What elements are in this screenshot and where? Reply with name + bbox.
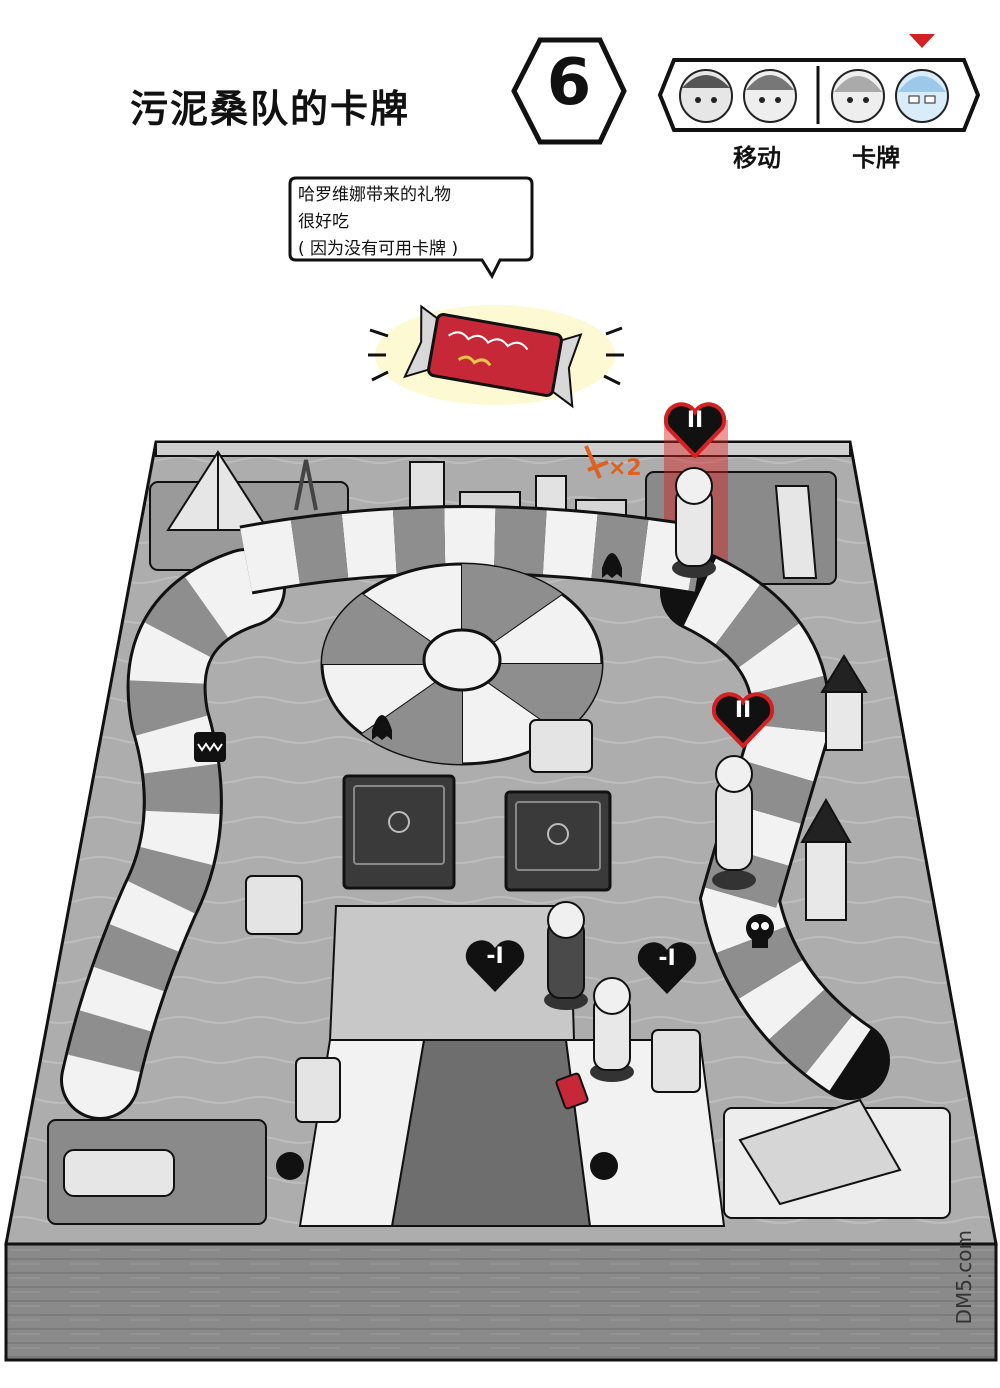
hp-heart-badge-4: -I — [636, 940, 698, 996]
hp-value: -I — [658, 946, 676, 971]
damage-multiplier-label: ×2 — [608, 456, 642, 481]
round-badge: 6 — [510, 36, 628, 146]
heart-icon — [711, 692, 775, 749]
player-token-1 — [672, 467, 716, 578]
right-path — [660, 552, 890, 1100]
avatar-2 — [743, 69, 797, 123]
center-spiral — [320, 562, 604, 766]
speech-bubble — [288, 176, 534, 280]
avatar-3 — [831, 69, 885, 123]
heart-icon — [663, 402, 727, 459]
player-token-4 — [590, 977, 634, 1082]
sword-damage-icon — [584, 445, 609, 479]
top-path — [239, 505, 706, 595]
hp-heart-badge-1: II — [663, 402, 727, 459]
card-deck-right — [504, 790, 612, 892]
speech-bubble-text: 哈罗维娜带来的礼物 很好吃 ( 因为没有可用卡牌 ) — [298, 182, 528, 263]
bomb-icon — [276, 1152, 618, 1180]
heart-icon — [465, 940, 525, 992]
hp-value: II — [734, 698, 752, 723]
page-title: 污泥桑队的卡牌 — [130, 87, 411, 131]
hp-heart-badge-3: -I — [464, 938, 526, 994]
monster-icon — [194, 732, 226, 762]
hp-value: II — [686, 408, 704, 433]
watermark: DM5.com — [952, 1230, 976, 1325]
candy-gift-icon — [368, 304, 624, 409]
phase-move-label: 移动 — [733, 144, 781, 172]
tower — [800, 654, 868, 921]
active-turn-marker-icon — [909, 34, 935, 48]
card-deck-left — [342, 774, 456, 890]
heart-icon — [637, 942, 697, 994]
board-side — [4, 1242, 998, 1362]
turn-order-bar — [646, 56, 981, 134]
log-corner — [723, 1098, 951, 1219]
hp-heart-badge-2: II — [711, 692, 775, 749]
speech-line-3: ( 因为没有可用卡牌 ) — [298, 239, 459, 259]
card-pickup-icon — [555, 1072, 589, 1110]
speech-line-1: 哈罗维娜带来的礼物 — [298, 185, 451, 205]
ghost-icon — [372, 553, 622, 740]
scroll-corner — [47, 1119, 267, 1225]
avatar-1 — [679, 69, 733, 123]
phase-card-label: 卡牌 — [852, 144, 900, 172]
hp-value: -I — [486, 944, 504, 969]
round-number: 6 — [546, 46, 592, 120]
player-token-3 — [544, 901, 588, 1010]
player-token-2 — [712, 755, 756, 890]
avatar-4-active — [895, 69, 949, 123]
treasure-chest — [245, 719, 701, 1123]
speech-line-2: 很好吃 — [298, 212, 349, 232]
left-path — [60, 548, 286, 1120]
skull-icon — [746, 914, 774, 948]
hexagon-frame — [511, 37, 627, 145]
